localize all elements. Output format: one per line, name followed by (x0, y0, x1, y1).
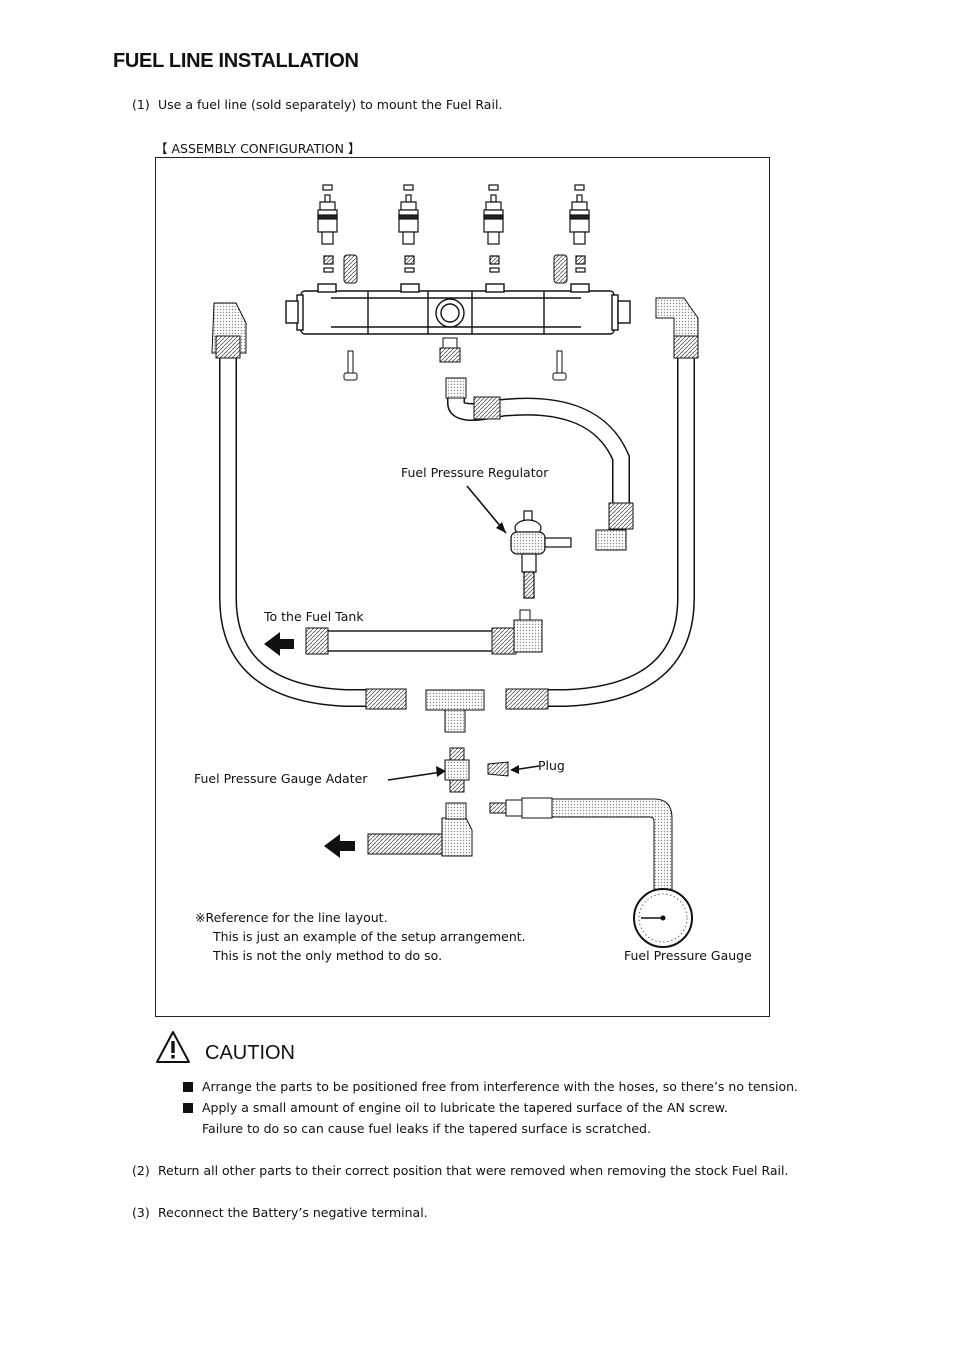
step-2: (2) Return all other parts to their corre… (132, 1163, 788, 1178)
layout-note-line1: ※Reference for the line layout. (195, 910, 388, 925)
step-number: (2) (132, 1163, 150, 1178)
layout-note-line2: This is just an example of the setup arr… (213, 929, 526, 944)
caution-bullet: Arrange the parts to be positioned free … (183, 1079, 798, 1094)
caution-bullet-text: Arrange the parts to be positioned free … (202, 1079, 799, 1094)
step-1: (1) Use a fuel line (sold separately) to … (132, 97, 502, 112)
arrow-left-icon (264, 632, 294, 656)
injector-filter (343, 254, 358, 284)
label-adapter: Fuel Pressure Gauge Adater (194, 771, 368, 786)
lower-return-line (367, 802, 473, 857)
tank-hose (305, 609, 543, 655)
fuel-pressure-regulator (510, 510, 572, 599)
label-plug: Plug (538, 758, 565, 773)
label-gauge: Fuel Pressure Gauge (624, 948, 752, 963)
page-title: FUEL LINE INSTALLATION (113, 50, 359, 72)
step-text: Reconnect the Battery’s negative termina… (158, 1205, 428, 1220)
gauge-adapter (444, 747, 470, 793)
bullet-square-icon (183, 1103, 193, 1113)
arrow-left-icon (324, 834, 355, 858)
rail-bolt (343, 350, 358, 381)
fuel-pressure-gauge-icon (633, 888, 693, 948)
caution-continuation: Failure to do so can cause fuel leaks if… (202, 1121, 651, 1136)
layout-note-line3: This is not the only method to do so. (213, 948, 443, 963)
label-regulator: Fuel Pressure Regulator (401, 465, 549, 480)
caution-bullet: Apply a small amount of engine oil to lu… (183, 1100, 728, 1115)
warning-triangle-icon (155, 1030, 191, 1068)
step-3: (3) Reconnect the Battery’s negative term… (132, 1205, 428, 1220)
caution-title: CAUTION (205, 1042, 295, 1064)
tee-fitting (425, 689, 485, 733)
label-tank: To the Fuel Tank (264, 609, 364, 624)
step-text: Return all other parts to their correct … (158, 1163, 789, 1178)
assembly-config-heading: 【 ASSEMBLY CONFIGURATION 】 (155, 141, 361, 156)
plug (487, 761, 509, 777)
injector (569, 184, 590, 273)
assembly-diagram-frame: Fuel Pressure Regulator To the Fuel Tank… (155, 157, 770, 1017)
caution-bullet-text: Apply a small amount of engine oil to lu… (202, 1100, 728, 1115)
injector (483, 184, 504, 273)
injector-filter (553, 254, 568, 284)
assembly-diagram (211, 184, 699, 948)
rail-outlet-fitting (439, 337, 461, 363)
step-number: (1) (132, 97, 150, 112)
injector (317, 184, 338, 273)
bullet-square-icon (183, 1082, 193, 1092)
injector (398, 184, 419, 273)
step-text: Use a fuel line (sold separately) to mou… (158, 97, 503, 112)
fuel-rail (285, 283, 631, 335)
rail-bolt (552, 350, 567, 381)
gauge-line (489, 797, 673, 911)
step-number: (3) (132, 1205, 150, 1220)
